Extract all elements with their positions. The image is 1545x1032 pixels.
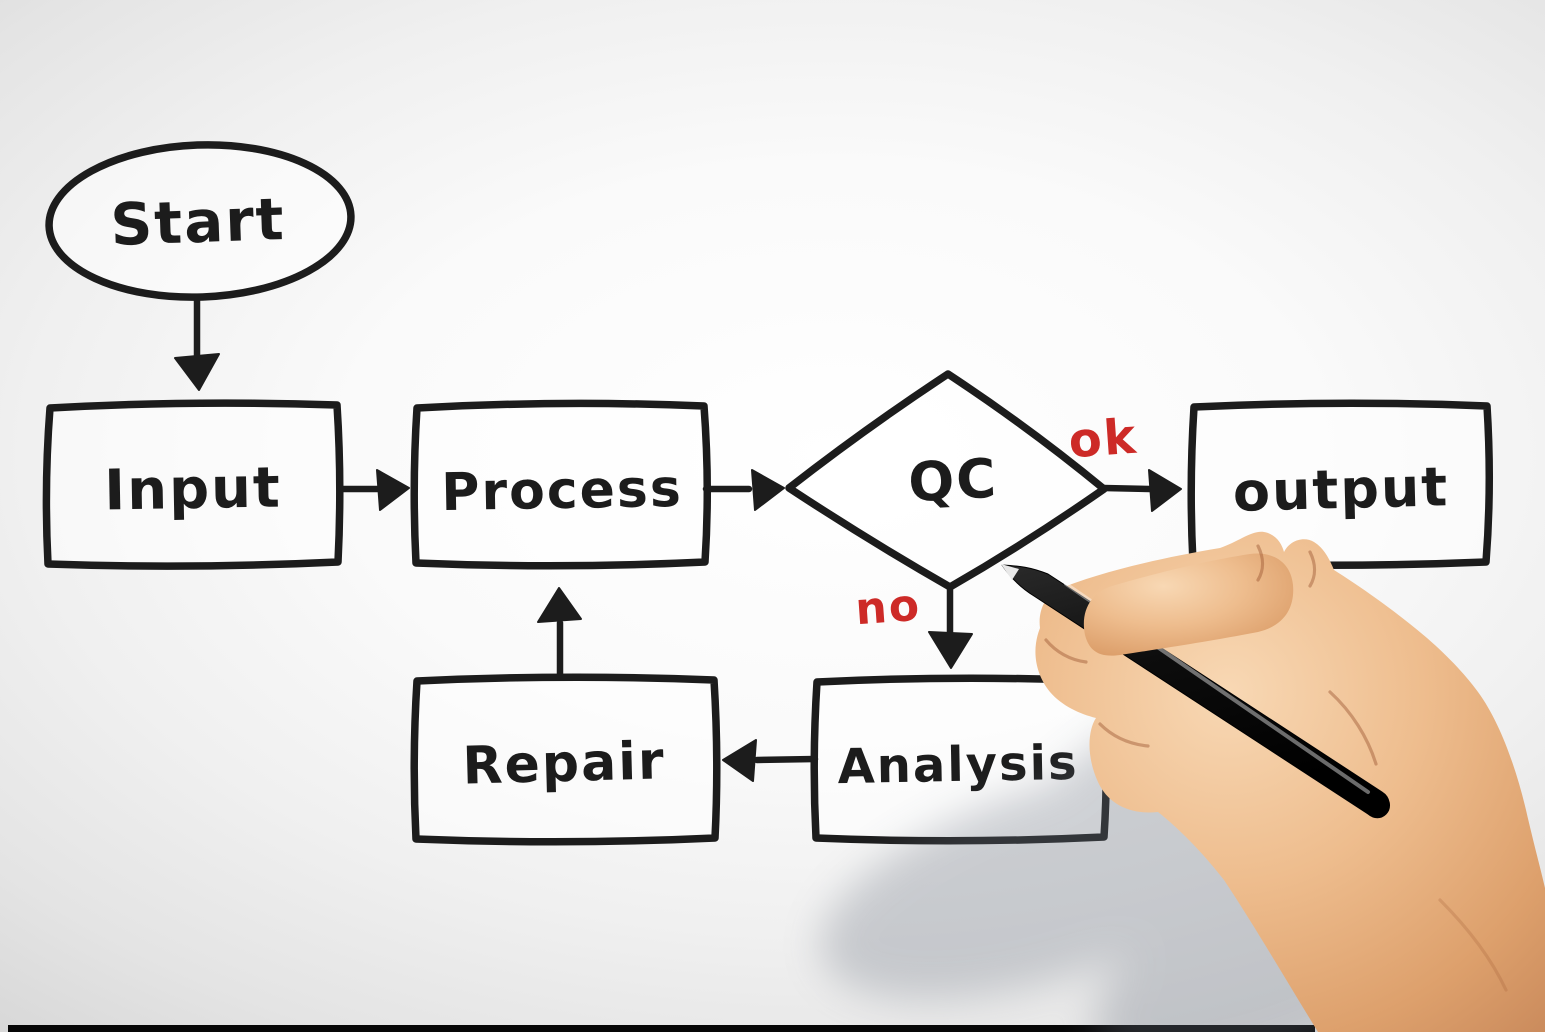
hand-with-pen <box>1001 531 1545 1032</box>
finger-crease <box>1044 638 1088 664</box>
edge-repair-process-arrowhead <box>537 587 582 623</box>
index-finger-pad <box>1083 553 1294 656</box>
flowchart: Start Input Process QC ok output no A <box>42 141 1494 846</box>
edge-process-qc-arrowhead <box>751 469 785 511</box>
finger-crease <box>1098 722 1150 748</box>
edge-qc-output-label: ok <box>1067 409 1140 470</box>
input-node-shape <box>42 399 344 570</box>
whiteboard-bottom-edge <box>8 1025 1315 1032</box>
thumb-web-crease <box>1328 690 1378 766</box>
process-node-shape <box>410 399 712 570</box>
qc-decision-label: QC <box>907 447 1000 515</box>
edge-qc-output-arrowhead <box>1148 469 1182 512</box>
pen-nib <box>1001 564 1019 580</box>
edge-qc-analysis-label: no <box>854 580 923 635</box>
edge-input-process-arrowhead <box>376 469 410 511</box>
start-node-shape <box>45 141 355 301</box>
input-node-label: Input <box>104 455 283 523</box>
edge-start-input-arrowhead <box>174 353 220 391</box>
edge-analysis-repair-line <box>753 755 819 764</box>
repair-node-label: Repair <box>462 731 667 796</box>
edge-qc-output-line <box>1100 484 1154 493</box>
output-node-label: output <box>1232 455 1450 524</box>
edge-qc-analysis-arrowhead <box>928 631 973 669</box>
knuckle-crease <box>1308 550 1317 588</box>
start-node-label: Start <box>109 185 286 259</box>
output-node-shape <box>1187 399 1494 570</box>
process-node-label: Process <box>441 459 683 523</box>
knuckle-crease <box>1256 544 1265 582</box>
wrist-crease <box>1438 898 1508 992</box>
repair-node-shape <box>410 673 721 846</box>
edge-analysis-repair-arrowhead <box>722 739 757 782</box>
analysis-node-label: Analysis <box>837 735 1079 795</box>
